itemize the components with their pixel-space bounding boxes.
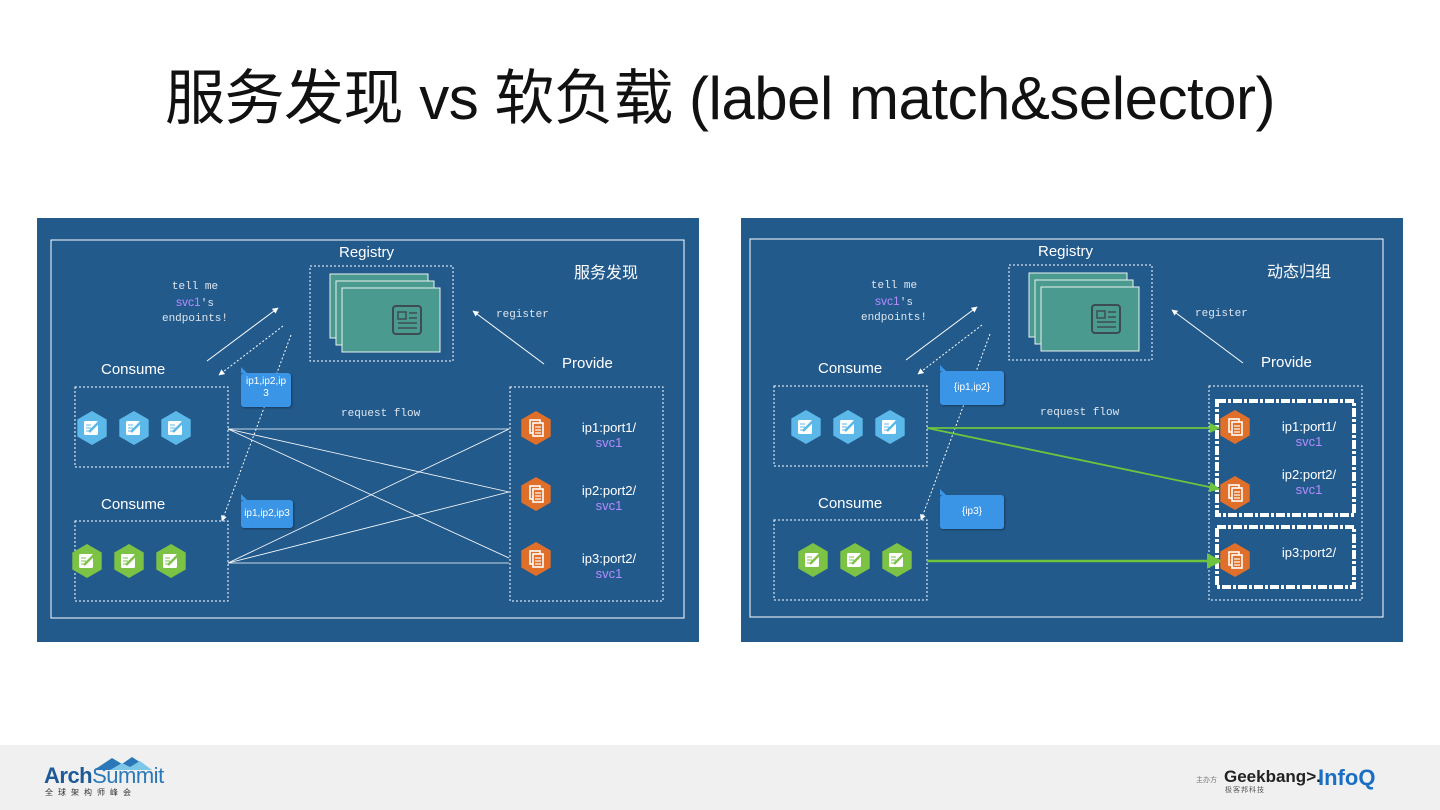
archsummit-subtitle: 全球架构师峰会 (45, 788, 136, 797)
panel-corner-label: 动态归组 (1267, 264, 1332, 281)
edit-note-icon (833, 410, 863, 444)
consumer-box-top (74, 386, 229, 468)
edit-note-icon (875, 410, 905, 444)
edit-note-icon (791, 410, 821, 444)
document-copy-icon (1220, 410, 1250, 444)
document-copy-icon (521, 411, 551, 445)
request-flow-label: request flow (341, 408, 421, 420)
provider-box (1208, 385, 1363, 601)
register-arrow (472, 310, 545, 365)
outer-frame (749, 238, 1384, 618)
edit-note-icon (77, 411, 107, 445)
newspaper-icon (392, 305, 422, 335)
geekbang-subtitle: 极客邦科技 (1225, 786, 1265, 794)
document-copy-icon (1220, 476, 1250, 510)
endpoint-label: ip3:port2/svc1 (581, 551, 637, 581)
endpoints-bubble-bottom: {ip3} (940, 489, 1004, 529)
document-copy-icon (521, 542, 551, 576)
footer-bar: ArchSummit 全球架构师峰会 主办方 Geekbang>. 极客邦科技 … (0, 745, 1440, 810)
response-arrow-top (218, 325, 284, 376)
group-border-svc1 (1215, 399, 1356, 517)
consume-label-top: Consume (818, 360, 883, 377)
edit-note-icon (840, 543, 870, 577)
registry-card (341, 287, 441, 353)
newspaper-icon (1091, 304, 1121, 334)
sponsor-label: 主办方 (1196, 776, 1217, 784)
query-text: tell me svc1's endpoints! (161, 281, 228, 325)
edit-note-icon (798, 543, 828, 577)
endpoint-label: ip1:port1/svc1 (581, 420, 637, 450)
dynamic-grouping-panel: Registry 动态归组 Consume Consume Provide te… (741, 218, 1403, 642)
request-flow-lines (227, 428, 510, 564)
registry-label: Registry (339, 244, 395, 261)
slide-title: 服务发现 vs 软负载 (label match&selector) (165, 65, 1275, 132)
consume-label-bottom: Consume (818, 495, 883, 512)
query-arrow (206, 307, 279, 362)
service-discovery-panel: Registry 服务发现 Consume Consume Provide te… (37, 218, 699, 642)
endpoint-label: ip2:port2/svc1 (581, 483, 637, 513)
edit-note-icon (72, 544, 102, 578)
endpoint-label: ip3:port2/ (1281, 545, 1337, 560)
dynamic-grouping-diagram (749, 238, 1384, 618)
registry-box (1008, 264, 1153, 361)
geekbang-logo: Geekbang>. (1224, 767, 1321, 786)
infoq-logo: InfoQ (1318, 765, 1376, 790)
request-flow-label: request flow (1040, 407, 1120, 419)
provide-label: Provide (1261, 354, 1312, 371)
register-arrow (1171, 309, 1244, 364)
endpoint-label: ip2:port2/svc1 (1281, 467, 1337, 497)
panel-corner-label: 服务发现 (574, 265, 639, 282)
consume-label-bottom: Consume (101, 496, 166, 513)
edit-note-icon (119, 411, 149, 445)
registry-label: Registry (1038, 243, 1094, 260)
endpoints-bubble-top: {ip1,ip2} (940, 365, 1004, 405)
edit-note-icon (156, 544, 186, 578)
endpoints-bubble-bottom: ip1,ip2,ip3 (241, 494, 293, 528)
endpoint-label: ip1:port1/svc1 (1281, 419, 1337, 449)
document-copy-icon (1220, 543, 1250, 577)
consumer-box-top (773, 385, 928, 467)
edit-note-icon (161, 411, 191, 445)
mountain-logo-icon (94, 757, 152, 770)
registry-card (1040, 286, 1140, 352)
document-copy-icon (521, 477, 551, 511)
query-arrow (905, 306, 978, 361)
response-arrow-bottom (920, 333, 991, 521)
response-arrow-top (917, 324, 983, 375)
query-text: tell me svc1's endpoints! (860, 280, 927, 324)
endpoints-bubble-top: ip1,ip2,ip3 (241, 367, 291, 407)
archsummit-logo: ArchSummit (44, 763, 164, 788)
edit-note-icon (882, 543, 912, 577)
register-label: register (1195, 308, 1248, 320)
service-discovery-diagram (50, 239, 685, 619)
register-label: register (496, 309, 549, 321)
edit-note-icon (114, 544, 144, 578)
outer-frame (50, 239, 685, 619)
request-flow-lines (926, 422, 1223, 569)
provider-box (509, 386, 664, 602)
registry-box (309, 265, 454, 362)
consume-label-top: Consume (101, 361, 166, 378)
response-arrow-bottom (221, 334, 292, 522)
provide-label: Provide (562, 355, 613, 372)
